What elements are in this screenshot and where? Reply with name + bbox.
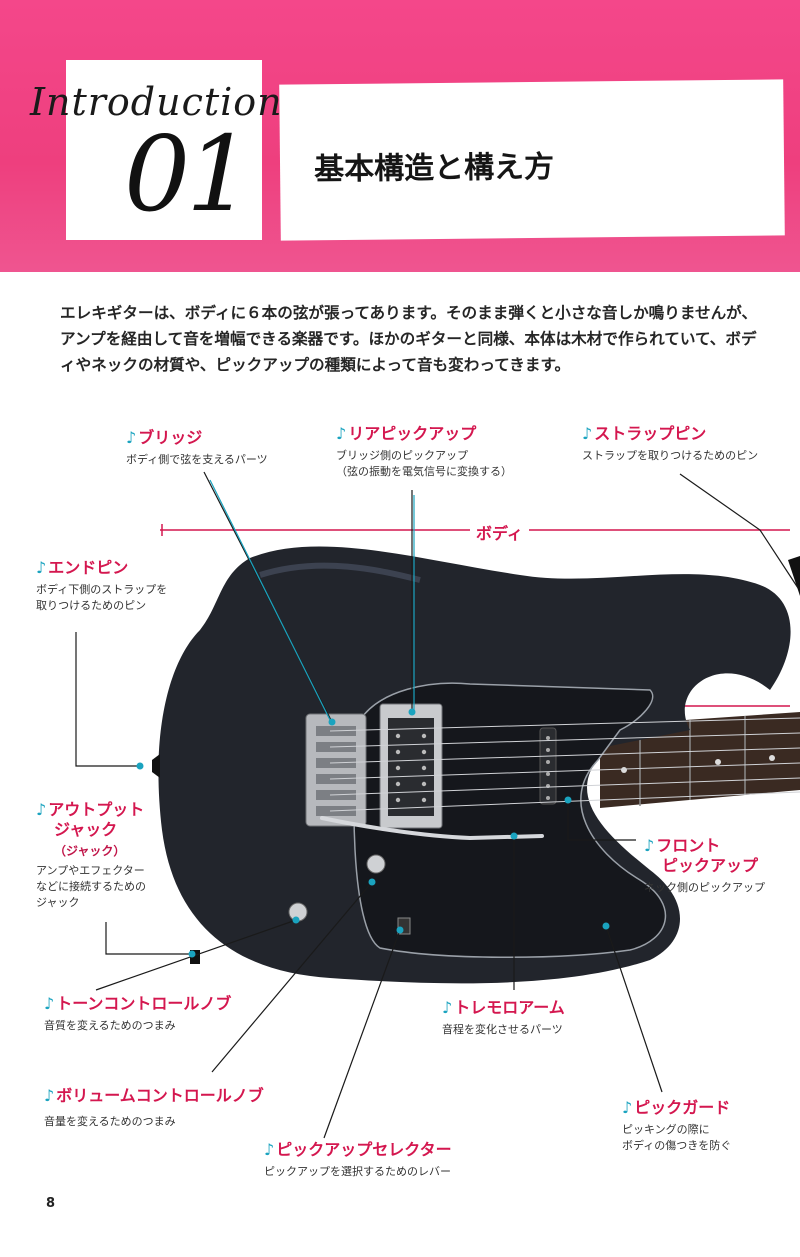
front-pickup-name2: ピックアップ [662, 856, 759, 875]
intro-word: Introduction [30, 80, 283, 124]
rear-pickup-desc2: （弦の振動を電気信号に変換する） [336, 465, 512, 478]
pickup-selector-desc: ピックアップを選択するためのレバー [264, 1165, 451, 1178]
bridge-name: ブリッジ [138, 428, 203, 447]
tone-knob-desc: 音質を変えるためのつまみ [44, 1019, 176, 1032]
tone-knob-name: トーンコントロールノブ [56, 994, 232, 1013]
front-pickup-desc: ネック側のピックアップ [644, 881, 765, 894]
end-pin-name: エンドピン [48, 558, 129, 577]
callout-pickup-selector: ♪ピックアップセレクター ピックアップを選択するためのレバー [264, 1140, 452, 1180]
output-jack-sub: （ジャック） [54, 844, 126, 858]
callout-strap-pin: ♪ストラップピン ストラップを取りつけるためのピン [582, 424, 758, 464]
output-jack-desc1: アンプやエフェクター [36, 864, 145, 877]
front-pickup-name1: フロント [656, 836, 721, 855]
callout-rear-pickup: ♪リアピックアップ ブリッジ側のピックアップ （弦の振動を電気信号に変換する） [336, 424, 512, 480]
music-note-icon: ♪ [44, 1086, 55, 1105]
callout-tone-knob: ♪トーンコントロールノブ 音質を変えるためのつまみ [44, 994, 231, 1034]
music-note-icon: ♪ [644, 836, 655, 855]
callout-front-pickup: ♪フロント ピックアップ ネック側のピックアップ [644, 836, 765, 896]
volume-knob [366, 854, 386, 874]
tremolo-arm [320, 816, 544, 841]
end-pin [152, 754, 160, 778]
rear-pickup-desc1: ブリッジ側のピックアップ [336, 449, 468, 462]
output-jack-name2: ジャック [54, 820, 118, 839]
music-note-icon: ♪ [622, 1098, 633, 1117]
pickguard-name: ピックガード [634, 1098, 731, 1117]
callout-end-pin: ♪エンドピン ボディ下側のストラップを 取りつけるためのピン [36, 558, 167, 614]
music-note-icon: ♪ [36, 558, 47, 577]
music-note-icon: ♪ [582, 424, 593, 443]
music-note-icon: ♪ [126, 428, 137, 447]
music-note-icon: ♪ [442, 998, 453, 1017]
strap-pin-desc: ストラップを取りつけるためのピン [582, 449, 759, 462]
output-jack-name1: アウトプット [48, 800, 145, 819]
volume-knob-name: ボリュームコントロールノブ [56, 1086, 264, 1105]
leader-dots [136, 708, 610, 958]
front-pickup [539, 727, 557, 805]
music-note-icon: ♪ [336, 424, 347, 443]
pickguard-desc1: ピッキングの際に [622, 1123, 710, 1136]
end-pin-desc2: 取りつけるためのピン [36, 599, 147, 612]
music-note-icon: ♪ [264, 1140, 275, 1159]
rear-pickup [379, 703, 443, 829]
callout-tremolo-arm: ♪トレモロアーム 音程を変化させるパーツ [442, 998, 565, 1038]
callout-pickguard: ♪ピックガード ピッキングの際に ボディの傷つきを防ぐ [622, 1098, 731, 1154]
rear-pickup-name: リアピックアップ [348, 424, 477, 443]
output-jack-socket [190, 950, 200, 964]
intro-paragraph: エレキギターは、ボディに６本の弦が張ってあります。そのまま弾くと小さな音しか鳴り… [60, 304, 758, 374]
strap-pin-name: ストラップピン [594, 424, 707, 443]
end-pin-desc1: ボディ下側のストラップを [36, 583, 168, 596]
output-jack-desc2: などに接続するための [36, 880, 146, 893]
callout-output-jack: ♪アウトプット ジャック （ジャック） アンプやエフェクター などに接続するため… [36, 800, 146, 911]
bridge-desc: ボディ側で弦を支えるパーツ [126, 453, 268, 466]
music-note-icon: ♪ [44, 994, 55, 1013]
tremolo-arm-desc: 音程を変化させるパーツ [442, 1023, 563, 1036]
intro-box: Introduction 01 [30, 60, 282, 240]
music-note-icon: ♪ [36, 800, 47, 819]
page-number: 8 [46, 1196, 56, 1211]
pickguard-desc2: ボディの傷つきを防ぐ [622, 1139, 732, 1152]
blue-highlight-lines [209, 479, 415, 721]
callout-volume-knob: ♪ボリュームコントロールノブ 音量を変えるためのつまみ [44, 1086, 264, 1130]
intro-number: 01 [124, 113, 252, 235]
pickup-selector-name: ピックアップセレクター [276, 1140, 452, 1159]
tremolo-arm-name: トレモロアーム [454, 998, 565, 1017]
strings [329, 717, 800, 812]
callout-bridge: ♪ブリッジ ボディ側で弦を支えるパーツ [126, 428, 268, 468]
body-label: ボディ [470, 520, 529, 544]
output-jack-desc3: ジャック [36, 896, 80, 909]
volume-knob-desc: 音量を変えるためのつまみ [44, 1115, 176, 1128]
